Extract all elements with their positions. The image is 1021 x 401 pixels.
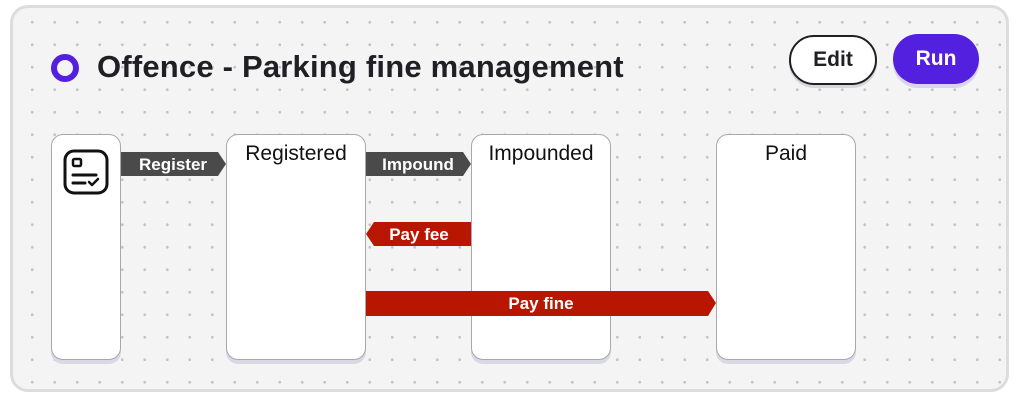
page-title: Offence - Parking fine management [97, 49, 624, 84]
transition-impound[interactable]: Impound [366, 152, 471, 176]
state-node-registered[interactable]: Registered [226, 134, 366, 360]
transition-label-register: Register [139, 155, 207, 174]
state-label-paid: Paid [764, 142, 808, 165]
run-button[interactable]: Run [893, 34, 979, 84]
transition-pay-fee[interactable]: Pay fee [366, 222, 471, 246]
transition-register[interactable]: Register [121, 152, 226, 176]
transition-label-pay-fine: Pay fine [508, 294, 573, 313]
state-label-registered: Registered [245, 142, 347, 165]
start-node[interactable] [51, 134, 121, 360]
edit-button[interactable]: Edit [789, 35, 877, 85]
transition-label-pay-fee: Pay fee [389, 225, 449, 244]
transition-pay-fine[interactable]: Pay fine [366, 291, 716, 316]
workflow-status-icon [51, 54, 79, 82]
transition-label-impound: Impound [382, 155, 454, 174]
checklist-icon [63, 149, 109, 195]
state-node-paid[interactable]: Paid [716, 134, 856, 360]
state-node-impounded[interactable]: Impounded [471, 134, 611, 360]
state-label-impounded: Impounded [488, 142, 594, 165]
